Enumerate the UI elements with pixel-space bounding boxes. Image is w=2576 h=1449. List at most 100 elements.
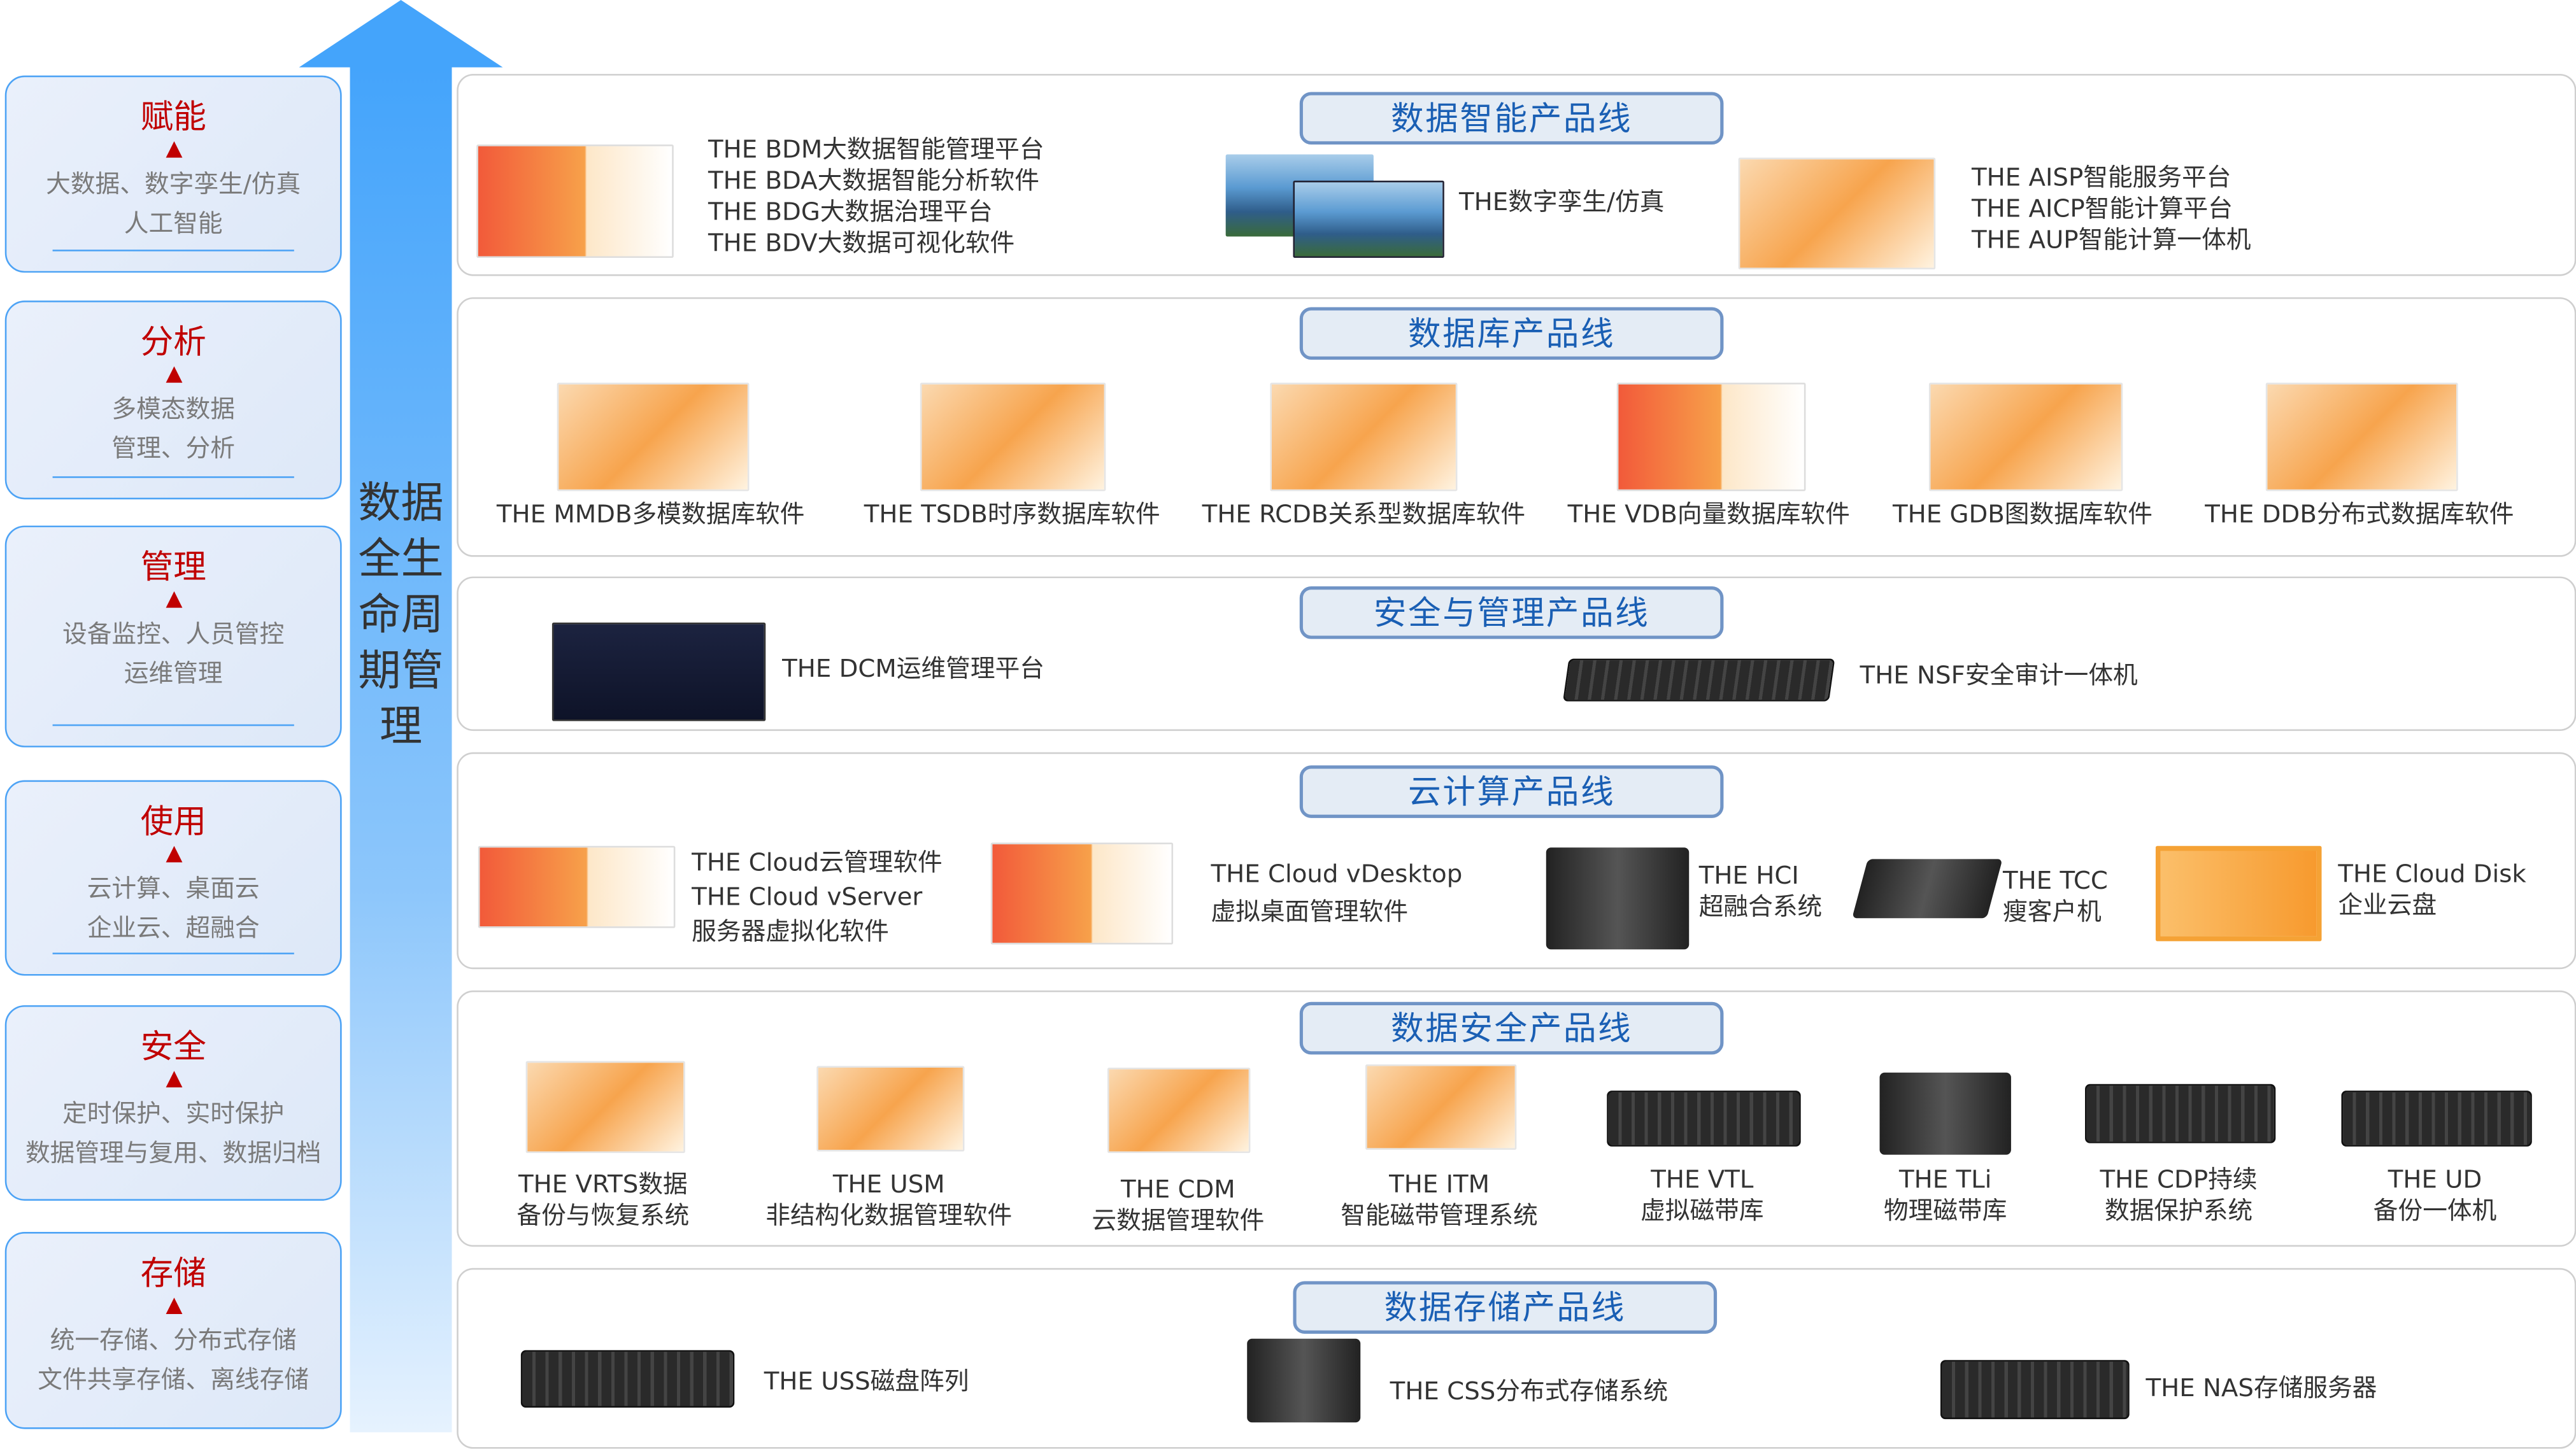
product-label: 服务器虚拟化软件	[692, 916, 889, 947]
product-label: THE Cloud vDesktop	[1211, 859, 1463, 889]
stage-title: 分析	[140, 322, 206, 362]
product-label: 数据保护系统	[2104, 1196, 2253, 1226]
product-label: THE Cloud Disk	[2338, 859, 2526, 889]
product-label: THE BDM大数据智能管理平台	[708, 134, 1044, 164]
product-screenshot	[1365, 1064, 1517, 1150]
product-label: 超融合系统	[1698, 891, 1823, 922]
product-label: THE DDB分布式数据库软件	[2205, 499, 2514, 529]
product-label: THE NAS存储服务器	[2145, 1373, 2377, 1403]
stage-desc: 企业云、超融合	[87, 913, 260, 943]
divider	[52, 475, 294, 478]
stage-desc: 人工智能	[124, 208, 223, 239]
product-screenshot	[816, 1066, 965, 1152]
product-screenshot	[478, 845, 676, 928]
panel-title: 数据库产品线	[1299, 307, 1724, 360]
panel-data-storage: 数据存储产品线 THE USS磁盘阵列 THE CSS分布式存储系统 THE N…	[457, 1268, 2576, 1449]
product-label: THE MMDB多模数据库软件	[496, 499, 805, 529]
product-label: 虚拟桌面管理软件	[1211, 896, 1409, 927]
stage-desc: 定时保护、实时保护	[62, 1099, 285, 1129]
product-label: THE AICP智能计算平台	[1972, 194, 2233, 223]
appliance-image	[1563, 658, 1835, 702]
product-label: THE VRTS数据	[518, 1169, 688, 1199]
product-label: THE CDP持续	[2100, 1164, 2258, 1194]
stage-title: 赋能	[140, 97, 206, 137]
product-label: 智能磁带管理系统	[1341, 1200, 1538, 1231]
stage-desc: 设备监控、人员管控	[62, 619, 285, 649]
product-label: THE TSDB时序数据库软件	[864, 499, 1160, 529]
stage-use: 使用云计算、桌面云企业云、超融合	[4, 780, 342, 976]
panel-database: 数据库产品线 THE MMDB多模数据库软件 THE TSDB时序数据库软件 T…	[457, 297, 2576, 557]
product-label: THE Cloud vServer	[692, 882, 923, 912]
stage-desc: 多模态数据	[111, 394, 235, 424]
panel-security-management: 安全与管理产品线 THE DCM运维管理平台 THE NSF安全审计一体机	[457, 576, 2576, 732]
stage-desc: 统一存储、分布式存储	[50, 1325, 297, 1355]
stage-title: 安全	[140, 1026, 206, 1066]
thin-client-image	[1852, 859, 2003, 919]
product-label: THE UD	[2387, 1164, 2482, 1194]
product-label: 虚拟磁带库	[1640, 1196, 1764, 1226]
product-label-group: THE CDP持续数据保护系统	[2100, 1164, 2258, 1227]
panel-cloud: 云计算产品线 THE Cloud云管理软件 THE Cloud vServer 服务…	[457, 752, 2576, 970]
stage-secure: 安全定时保护、实时保护数据管理与复用、数据归档	[4, 1005, 342, 1201]
product-label: THE数字孪生/仿真	[1459, 187, 1665, 217]
divider	[52, 952, 294, 954]
product-label: THE USM	[832, 1169, 945, 1199]
digital-twin-image	[1293, 180, 1444, 258]
product-screenshot	[476, 145, 674, 258]
product-label: THE BDA大数据智能分析软件	[708, 166, 1039, 196]
product-label: THE DCM运维管理平台	[782, 653, 1044, 684]
up-triangle-icon	[165, 1297, 182, 1314]
product-label-group: THE Cloud云管理软件 THE Cloud vServer 服务器虚拟化软件	[692, 846, 943, 950]
divider	[52, 248, 294, 251]
product-label: THE VDB向量数据库软件	[1567, 499, 1850, 529]
server-image	[2341, 1091, 2532, 1147]
product-label: THE RCDB关系型数据库软件	[1202, 499, 1526, 529]
tape-library-image	[1879, 1072, 2011, 1155]
up-triangle-icon	[165, 845, 182, 863]
product-label: 备份一体机	[2373, 1196, 2497, 1226]
server-image	[1247, 1338, 1361, 1423]
product-screenshot	[2155, 845, 2322, 942]
product-label: THE GDB图数据库软件	[1892, 499, 2153, 529]
product-label: THE TLi	[1898, 1164, 1992, 1194]
stage-desc: 数据管理与复用、数据归档	[25, 1138, 322, 1168]
product-label: 非结构化数据管理软件	[765, 1200, 1013, 1231]
product-label-group: THE Cloud vDesktop 虚拟桌面管理软件	[1211, 856, 1462, 931]
server-image	[1940, 1360, 2130, 1420]
product-label: THE ITM	[1389, 1169, 1490, 1199]
product-screenshot	[1616, 383, 1806, 491]
product-label-group: THE VRTS数据备份与恢复系统	[516, 1170, 689, 1232]
stage-title: 存储	[140, 1253, 206, 1293]
product-label: THE AISP智能服务平台	[1972, 162, 2231, 192]
server-image	[1546, 847, 1690, 950]
product-label: THE BDV大数据可视化软件	[708, 228, 1015, 258]
product-screenshot	[990, 842, 1174, 945]
panel-title: 数据安全产品线	[1299, 1001, 1724, 1055]
stage-empower: 赋能大数据、数字孪生/仿真人工智能	[4, 75, 342, 273]
dashboard-screenshot	[551, 622, 766, 721]
product-label: THE BDG大数据治理平台	[708, 197, 993, 227]
product-label: THE CSS分布式存储系统	[1390, 1376, 1669, 1406]
stage-desc: 文件共享存储、离线存储	[38, 1364, 310, 1395]
product-label: THE Cloud云管理软件	[692, 847, 943, 877]
product-label: 云数据管理软件	[1092, 1205, 1265, 1236]
stage-desc: 运维管理	[124, 658, 223, 689]
stage-desc: 大数据、数字孪生/仿真	[46, 169, 301, 199]
product-label: THE HCI	[1698, 860, 1799, 891]
lifecycle-arrow-shaft	[350, 66, 452, 1432]
product-screenshot	[2265, 383, 2458, 491]
stage-manage: 管理设备监控、人员管控运维管理	[4, 525, 342, 747]
stage-analyze: 分析多模态数据管理、分析	[4, 300, 342, 500]
panel-title: 云计算产品线	[1299, 765, 1724, 818]
product-label: THE AUP智能计算一体机	[1972, 225, 2251, 255]
